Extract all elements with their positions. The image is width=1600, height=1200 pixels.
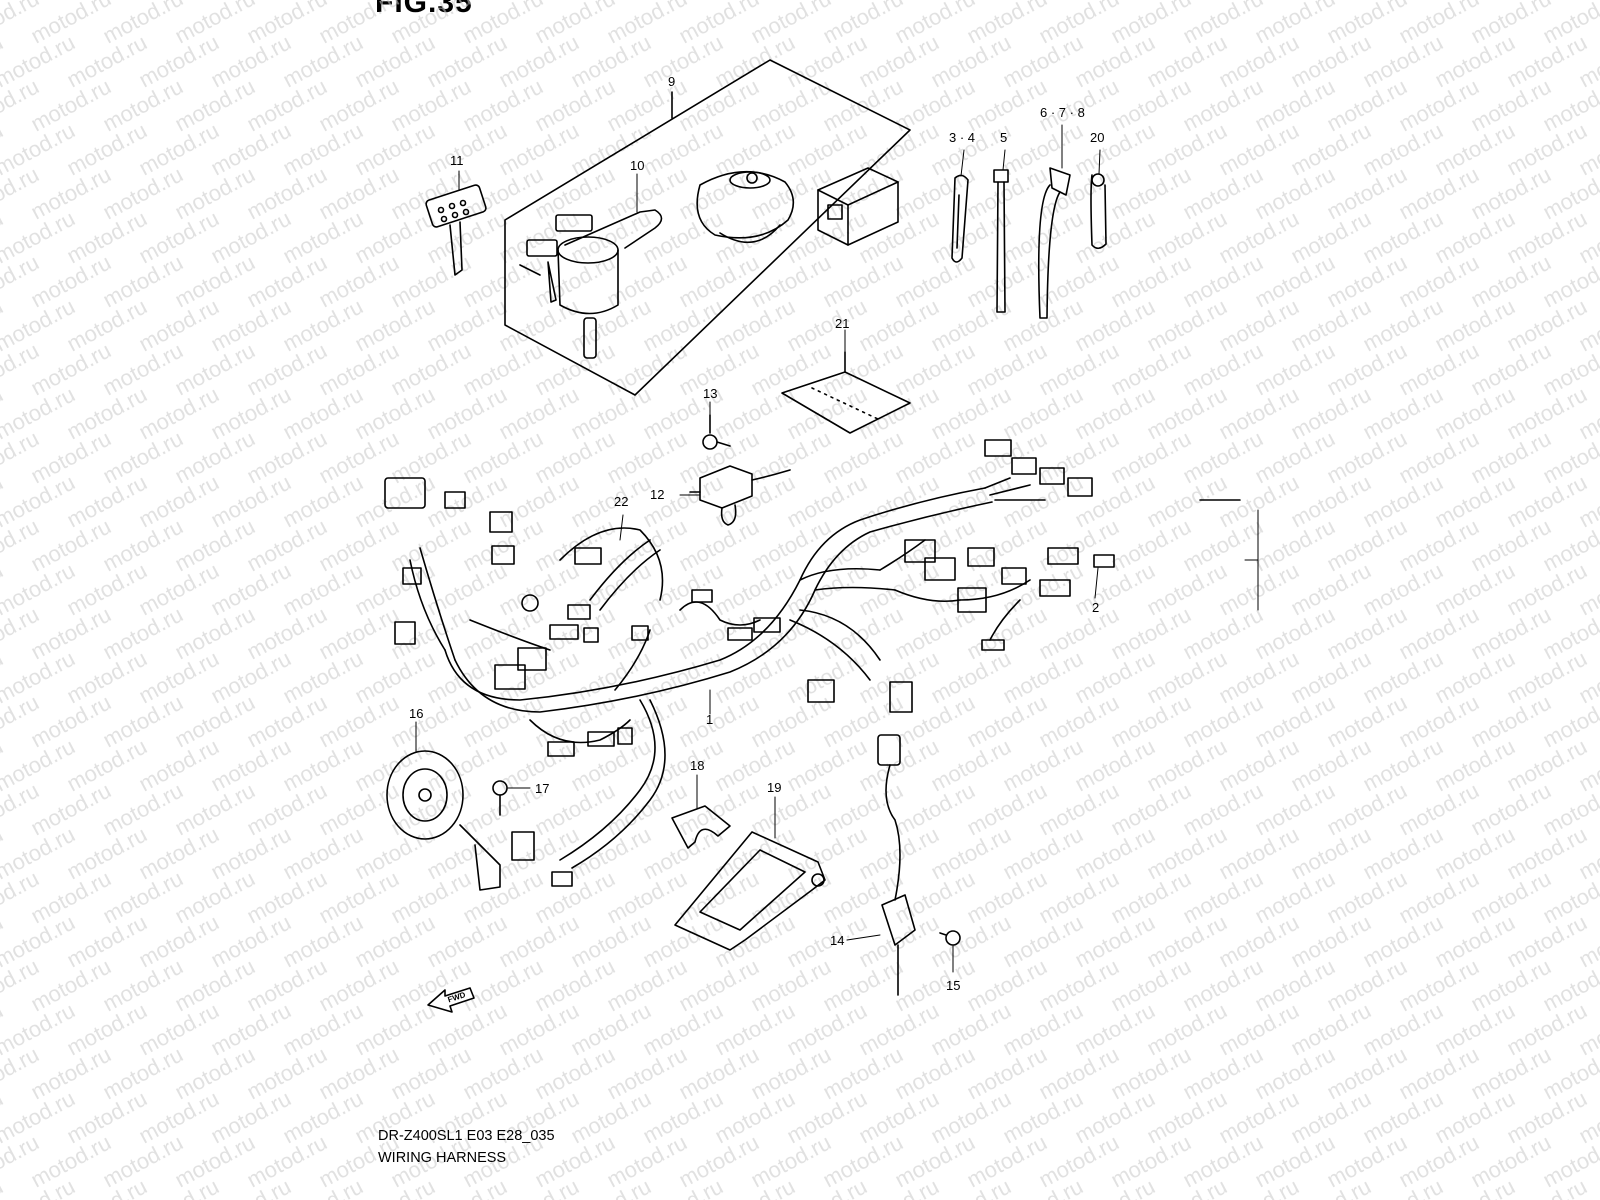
callout-18: 18: [690, 758, 704, 773]
part-18-cover: [672, 806, 730, 848]
callout-1: 1: [706, 712, 713, 727]
part-15-bolt: [940, 931, 960, 945]
callout-17: 17: [535, 781, 549, 796]
callout-11: 11: [450, 153, 464, 168]
part-16-horn: [387, 751, 500, 890]
part-13-screw: [703, 415, 730, 449]
callout-21: 21: [835, 316, 849, 331]
callout-10: 10: [630, 158, 644, 173]
callout-9: 9: [668, 74, 675, 89]
callout-leaders: [415, 124, 1259, 973]
fwd-arrow-shape: [427, 987, 475, 1013]
callout-2: 2: [1092, 600, 1099, 615]
part-12-relay: [690, 466, 790, 525]
callout-6-7-8: 6 · 7 · 8: [1040, 105, 1085, 120]
callout-5: 5: [1000, 130, 1007, 145]
part-20-clamp: [1091, 174, 1106, 248]
part-10-ignition-switch: [520, 210, 662, 358]
callout-14: 14: [830, 933, 844, 948]
fuel-cap: [697, 172, 793, 243]
callout-15: 15: [946, 978, 960, 993]
callout-13: 13: [703, 386, 717, 401]
callout-labels: 1 2 3 · 4 5 6 · 7 · 8 9 10 11 12 13 14 1…: [409, 74, 1104, 1004]
caption-part-code: DR-Z400SL1 E03 E28_035: [378, 1128, 555, 1144]
callout-19: 19: [767, 780, 781, 795]
figure-title: FIG.35: [375, 0, 473, 19]
callout-16: 16: [409, 706, 423, 721]
callout-22: 22: [614, 494, 628, 509]
part-9-lock-set-box: [505, 60, 910, 395]
seat-lock: [818, 168, 898, 245]
part-17-bolt: [493, 781, 507, 815]
part-19-bracket: [675, 832, 825, 950]
caption-diagram-name: WIRING HARNESS: [378, 1150, 507, 1166]
watermark-text-23: motod.ru: [1575, 0, 1600, 4]
callout-20: 20: [1090, 130, 1104, 145]
callout-12: 12: [650, 487, 664, 502]
part-3-4-clamp: [952, 175, 968, 262]
part-21-label: [782, 352, 910, 433]
watermark-text-672: motod.ru: [0, 1174, 7, 1200]
callout-3-4: 3 · 4: [949, 130, 975, 145]
part-5-cable-tie: [994, 170, 1008, 312]
part-11-key: [425, 184, 487, 275]
part-6-7-8-band: [1039, 168, 1070, 318]
harness-connectors: [385, 440, 1114, 886]
part-14-sensor: [878, 735, 915, 995]
